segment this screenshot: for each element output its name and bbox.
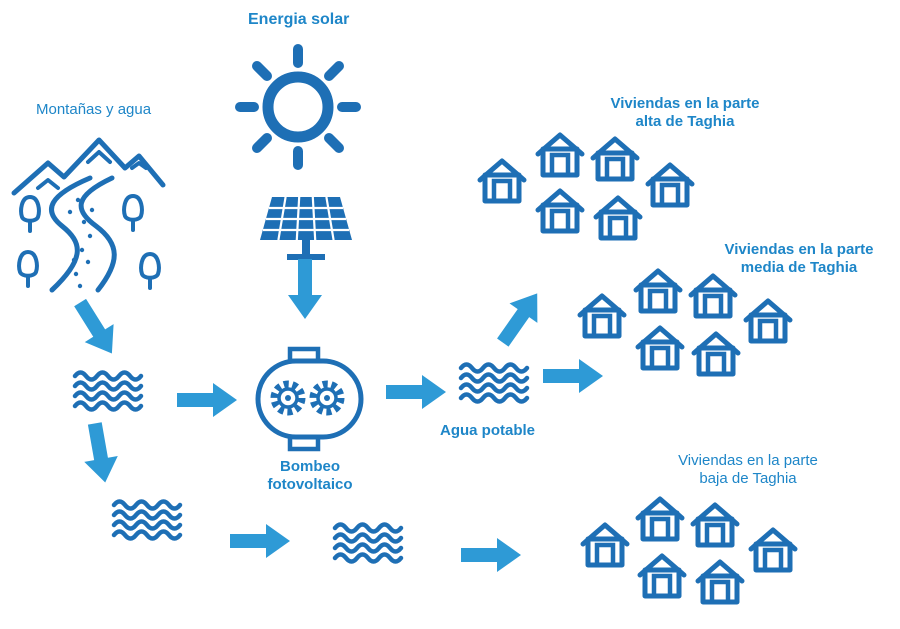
mountains-label: Montañas y agua — [36, 101, 152, 118]
house-icon — [638, 499, 682, 539]
lower-houses-label-line1: Viviendas en la parte — [678, 452, 818, 469]
house-icon — [538, 135, 582, 175]
middle-houses-label-line2: media de Taghia — [740, 259, 858, 276]
upper-houses-label-line1: Viviendas en la parte — [610, 95, 760, 112]
water-waves-icon — [461, 365, 527, 402]
arrow-icon — [177, 383, 237, 417]
arrow-icon — [386, 375, 446, 409]
pump-gears-icon — [255, 346, 364, 452]
arrow-icon — [543, 359, 603, 393]
middle-houses-label-line1: Viviendas en la parte — [724, 241, 874, 258]
pump-label-line1: Bombeo — [280, 458, 340, 475]
house-icon — [751, 530, 795, 570]
house-icon — [593, 139, 637, 179]
house-icon — [583, 525, 627, 565]
water-waves-icon — [75, 373, 141, 410]
house-icon — [640, 556, 684, 596]
arrow-icon — [288, 259, 322, 319]
house-icon — [694, 334, 738, 374]
pump-label-line2: fotovoltaico — [267, 476, 353, 493]
lower-houses-label-line2: baja de Taghia — [699, 470, 797, 487]
house-icon — [746, 301, 790, 341]
upper-houses-label-line2: alta de Taghia — [635, 113, 735, 130]
house-icon — [596, 198, 640, 238]
pump-label: Bombeo fotovoltaico — [225, 458, 395, 494]
water-waves-icon — [114, 502, 180, 539]
house-icon — [636, 271, 680, 311]
arrow-icon — [230, 524, 290, 558]
lower-houses-label: Viviendas en la parte baja de Taghia — [653, 452, 843, 488]
house-icon — [638, 328, 682, 368]
house-icon — [648, 165, 692, 205]
water-waves-icon — [335, 525, 401, 562]
solar-panel-icon — [260, 196, 352, 260]
energy-title: Energia solar — [248, 11, 350, 28]
arrow-icon — [65, 293, 127, 363]
house-icon — [480, 161, 524, 201]
arrow-icon — [78, 420, 122, 486]
drinking-water-label: Agua potable — [440, 422, 536, 439]
upper-houses-label: Viviendas en la parte alta de Taghia — [590, 95, 780, 131]
house-icon — [538, 191, 582, 231]
mountains-river-icon — [11, 137, 166, 293]
sun-icon — [235, 44, 361, 170]
middle-houses-label: Viviendas en la parte media de Taghia — [704, 241, 894, 277]
house-icon — [698, 562, 742, 602]
house-icon — [691, 276, 735, 316]
arrow-icon — [488, 283, 552, 353]
house-icon — [693, 505, 737, 545]
house-icon — [580, 296, 624, 336]
arrow-icon — [461, 538, 521, 572]
